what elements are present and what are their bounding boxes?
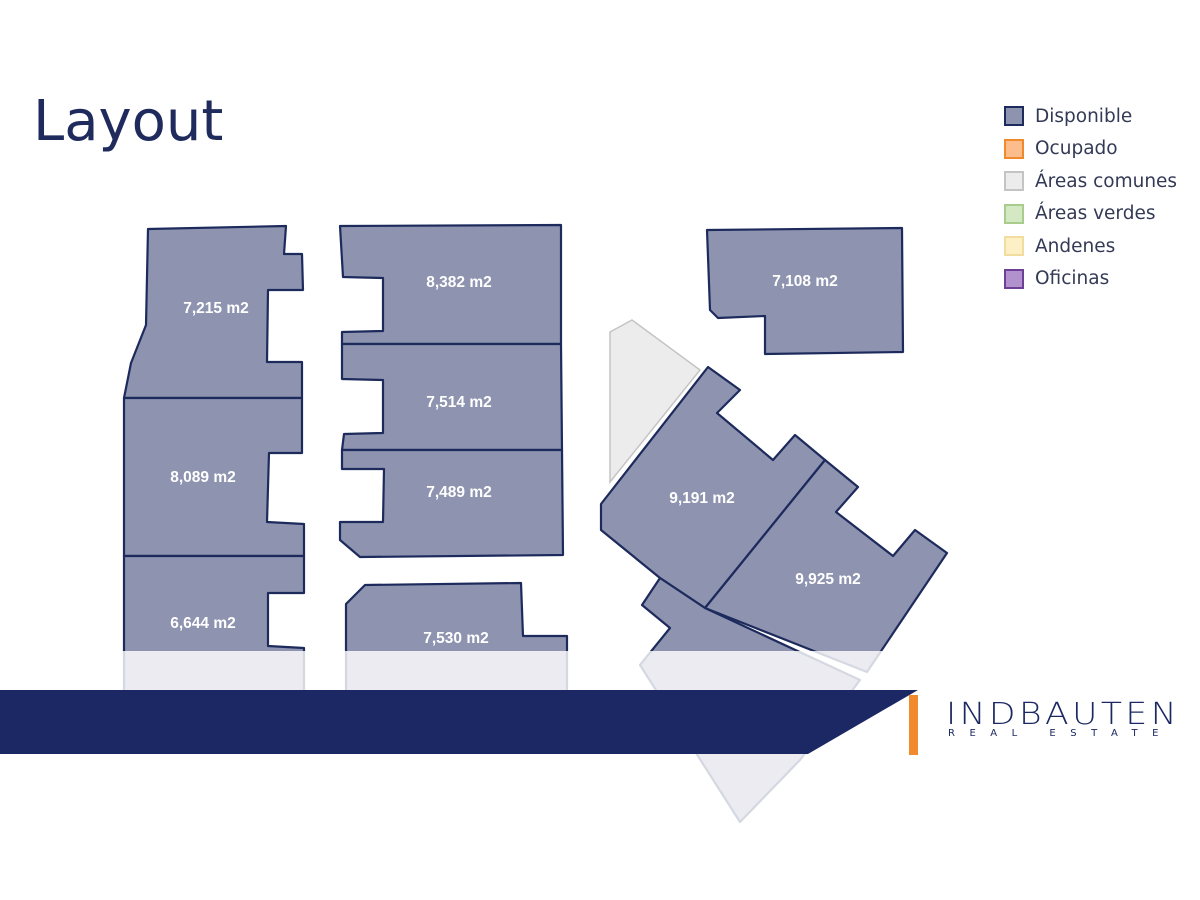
legend-swatch [1004,203,1024,224]
warehouse-unit-7108[interactable] [705,226,905,356]
footer-band [0,690,918,754]
legend-label: Áreas verdes [1035,203,1156,225]
legend-item-disponible: Disponible [1004,100,1177,133]
warehouse-unit-8382[interactable] [338,223,563,346]
legend-item-areas-comunes: Áreas comunes [1004,165,1177,198]
unit-area-label: 7,489 m2 [426,484,492,501]
legend-label: Andenes [1035,235,1116,257]
legend-label: Oficinas [1035,268,1110,290]
unit-area-label: 7,108 m2 [772,273,838,290]
legend-swatch [1004,171,1024,192]
legend-label: Disponible [1035,105,1133,127]
unit-area-label: 9,191 m2 [669,490,735,507]
page-title: Layout [33,89,224,154]
legend: Disponible Ocupado Áreas comunes Áreas v… [1004,100,1177,295]
fade-overlay [0,651,1200,900]
accent-bar [909,695,918,755]
unit-area-label: 9,925 m2 [795,571,861,588]
common-area [609,319,702,485]
legend-item-ocupado: Ocupado [1004,133,1177,166]
legend-label: Ocupado [1035,138,1118,160]
legend-swatch [1004,106,1024,127]
legend-swatch [1004,268,1024,289]
company-logo: INDBAUTEN [946,697,1180,732]
unit-area-label: 8,089 m2 [170,469,236,486]
warehouse-unit-7215[interactable] [122,224,305,400]
unit-area-label: 7,215 m2 [183,300,249,317]
warehouse-unit-7514[interactable] [340,342,564,452]
legend-item-areas-verdes: Áreas verdes [1004,198,1177,231]
company-tagline: REAL ESTATE [948,728,1180,739]
warehouse-unit-9191[interactable] [599,365,827,610]
unit-area-label: 8,382 m2 [426,274,492,291]
legend-swatch [1004,236,1024,257]
unit-area-label: 7,530 m2 [423,630,489,647]
legend-label: Áreas comunes [1035,170,1178,192]
legend-swatch [1004,138,1024,159]
warehouse-unit-7489[interactable] [338,448,565,559]
legend-item-andenes: Andenes [1004,230,1177,263]
warehouse-unit-9925[interactable] [703,458,949,674]
unit-area-label: 7,514 m2 [426,394,492,411]
legend-item-oficinas: Oficinas [1004,263,1177,296]
unit-area-label: 6,644 m2 [170,615,236,632]
